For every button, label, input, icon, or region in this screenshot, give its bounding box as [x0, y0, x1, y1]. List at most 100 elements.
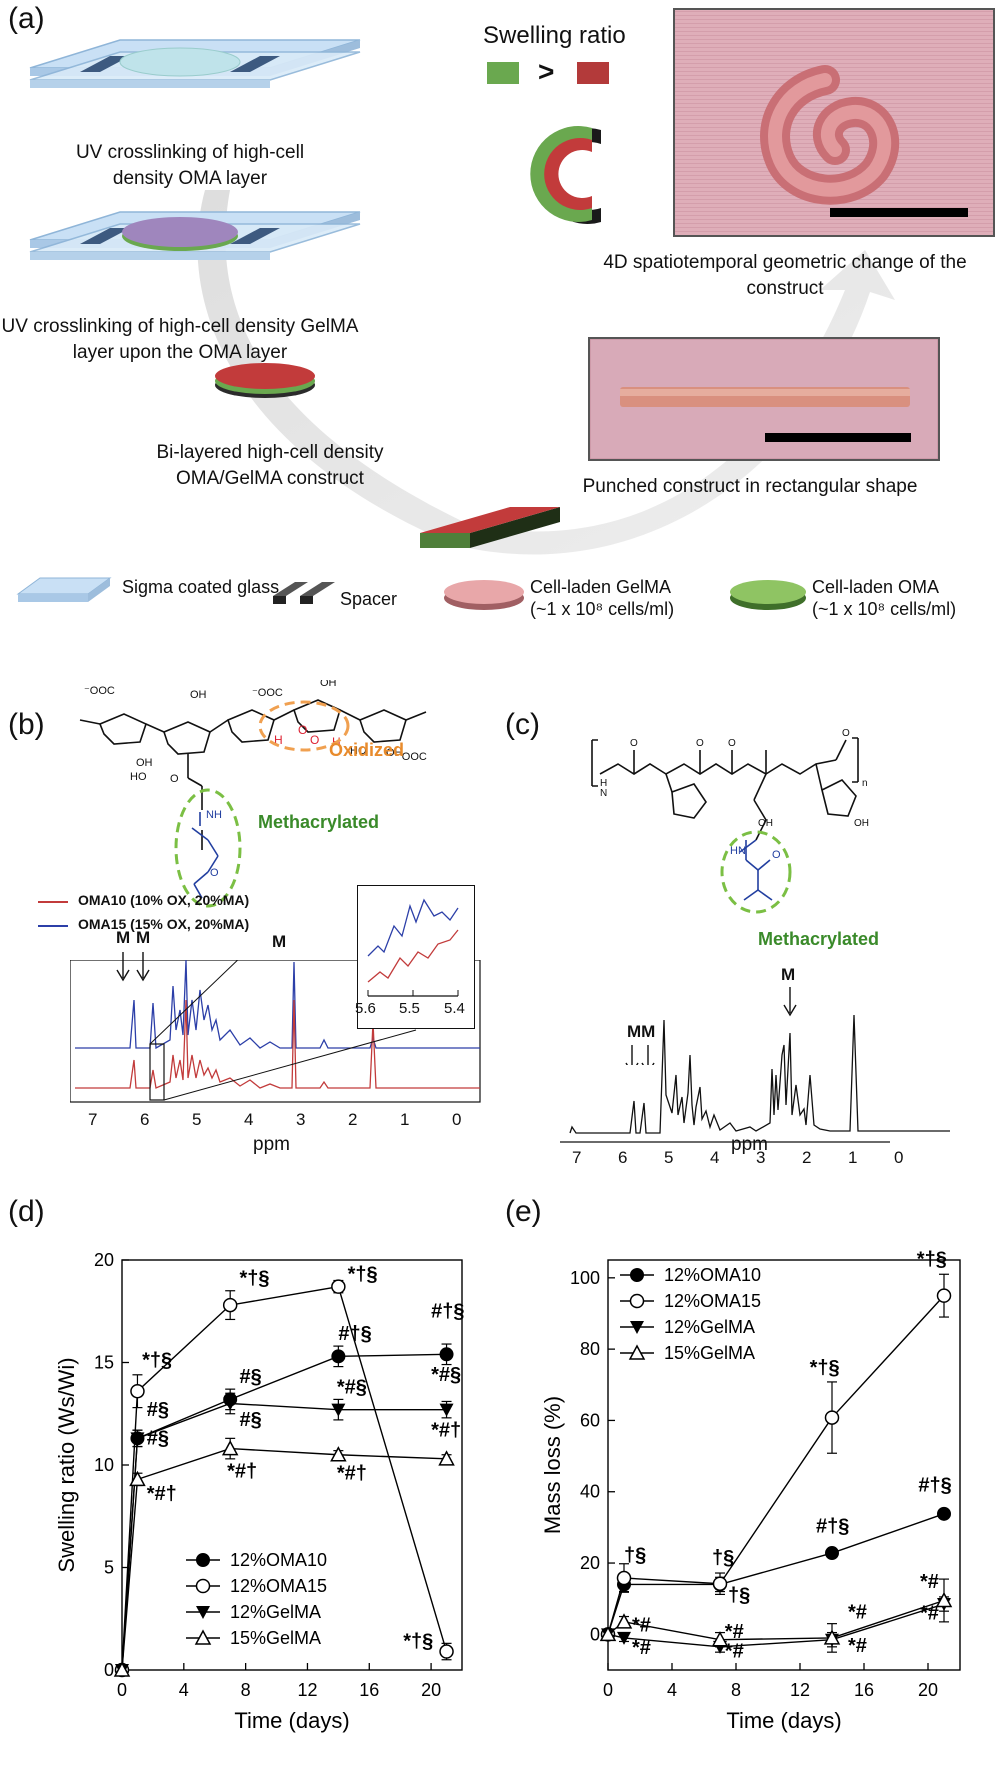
step3-caption: Bi-layered high-cell density OMA/GelMA c…: [156, 442, 384, 489]
peak-label-b-2: M: [136, 928, 151, 947]
panel-label-d: (d): [8, 1195, 45, 1228]
b-xtick-6: 6: [140, 1110, 150, 1129]
panel-label-c: (c): [505, 708, 540, 741]
significance-annotation: *#: [848, 1635, 867, 1657]
y-tick-label: 40: [580, 1482, 600, 1502]
data-point: [712, 1576, 728, 1591]
x-tick-label: 8: [731, 1680, 741, 1700]
scale-bar: [830, 208, 968, 217]
x-tick-label: 20: [421, 1680, 441, 1700]
svg-text:OH: OH: [758, 818, 773, 829]
x-tick-label: 0: [117, 1680, 127, 1700]
nmr-trace-oma10: [75, 999, 480, 1089]
y-axis-label: Swelling ratio (Ws/Wi): [54, 1357, 79, 1572]
plot-frame: [607, 1259, 961, 1671]
c-xtick-4: 4: [710, 1148, 720, 1167]
significance-annotation: *#†: [337, 1462, 367, 1484]
oma15-legend-line: [38, 925, 68, 927]
inset-tick-0: 5.6: [355, 1000, 376, 1017]
data-point: [438, 1450, 455, 1466]
significance-annotation: #§: [147, 1399, 169, 1421]
significance-annotation: *#: [848, 1601, 867, 1623]
series-line: [607, 1513, 945, 1635]
x-tick-label: 12: [790, 1680, 810, 1700]
c-xtick-7: 7: [572, 1148, 582, 1167]
significance-annotation: #†§: [338, 1323, 371, 1345]
y-tick-label: 5: [104, 1558, 114, 1578]
y-tick-label: 80: [580, 1339, 600, 1359]
panel-label-a: (a): [8, 2, 45, 35]
data-point: [439, 1644, 454, 1659]
data-point: [223, 1397, 238, 1411]
significance-annotation: *#: [725, 1641, 744, 1663]
nmr-trace-oma15: [75, 960, 480, 1050]
nmr-spectrum-b: [70, 960, 481, 1103]
significance-annotation: #§: [239, 1409, 261, 1431]
significance-annotation: †§: [712, 1547, 734, 1569]
significance-annotation: *#: [632, 1614, 651, 1636]
c-xtick-0: 0: [894, 1148, 904, 1167]
glass-legend-icon: [16, 577, 112, 602]
y-tick-label: 20: [580, 1553, 600, 1573]
significance-annotation: *#: [920, 1602, 939, 1624]
y-tick-label: 100: [570, 1268, 600, 1288]
x-tick-label: 16: [359, 1680, 379, 1700]
methacrylated-label-c: Methacrylated: [758, 929, 880, 949]
svg-text:H: H: [600, 778, 607, 789]
svg-text:⁻OOC: ⁻OOC: [396, 751, 427, 763]
b-xtick-4: 4: [244, 1110, 254, 1129]
c-xtick-6: 6: [618, 1148, 628, 1167]
svg-text:O: O: [630, 738, 638, 749]
legend-marker: [196, 1606, 210, 1619]
x-tick-label: 20: [918, 1680, 938, 1700]
significance-annotation: *#: [632, 1637, 651, 1659]
series-12%OMA15: [600, 1273, 952, 1642]
svg-text:OH: OH: [136, 757, 153, 769]
nmr-trace-gelma: [569, 1015, 950, 1134]
x-tick-label: 16: [854, 1680, 874, 1700]
significance-annotation: *#§: [337, 1376, 367, 1398]
x-tick-label: 12: [297, 1680, 317, 1700]
data-point: [936, 1288, 952, 1303]
x-tick-label: 4: [179, 1680, 189, 1700]
rectangular-construct: [420, 507, 560, 548]
gelma-methacrylate-group: HN O: [720, 830, 792, 914]
svg-text:O: O: [772, 849, 781, 861]
legend-marker: [630, 1321, 644, 1334]
c-xtick-1: 1: [848, 1148, 858, 1167]
significance-annotation: *#: [725, 1621, 744, 1643]
data-point: [615, 1613, 633, 1629]
swelling-ratio-title: Swelling ratio: [483, 22, 626, 49]
legend-spacer-label: Spacer: [340, 589, 398, 609]
data-point: [331, 1349, 346, 1364]
oxidized-label: Oxidized: [329, 740, 405, 760]
svg-text:O: O: [210, 867, 219, 879]
y-tick-label: 60: [580, 1410, 600, 1430]
significance-annotation: #§: [147, 1428, 169, 1450]
oma-legend-icon: [730, 580, 806, 610]
panel-label-e: (e): [505, 1195, 542, 1228]
svg-text:n: n: [862, 778, 868, 789]
svg-text:HO: HO: [350, 745, 367, 757]
methacrylated-highlight: [174, 788, 242, 908]
data-point: [129, 1470, 146, 1487]
y-tick-label: 0: [590, 1624, 600, 1644]
svg-text:O: O: [298, 723, 307, 737]
legend-glass-label: Sigma coated glass: [122, 577, 280, 597]
significance-annotation: †§: [624, 1544, 646, 1566]
rectangular-construct-photo: [588, 337, 940, 461]
svg-text:H: H: [274, 733, 283, 747]
svg-text:⁻OOC: ⁻OOC: [84, 685, 115, 697]
legend-marker: [195, 1578, 211, 1594]
x-tick-label: 4: [667, 1680, 677, 1700]
significance-annotation: †§: [728, 1585, 750, 1607]
data-point: [825, 1546, 839, 1561]
methacrylated-highlight-c: [720, 830, 792, 914]
data-point: [937, 1506, 951, 1521]
y-axis-label: Mass loss (%): [540, 1396, 565, 1534]
peak-label-b-1: M: [116, 928, 131, 947]
